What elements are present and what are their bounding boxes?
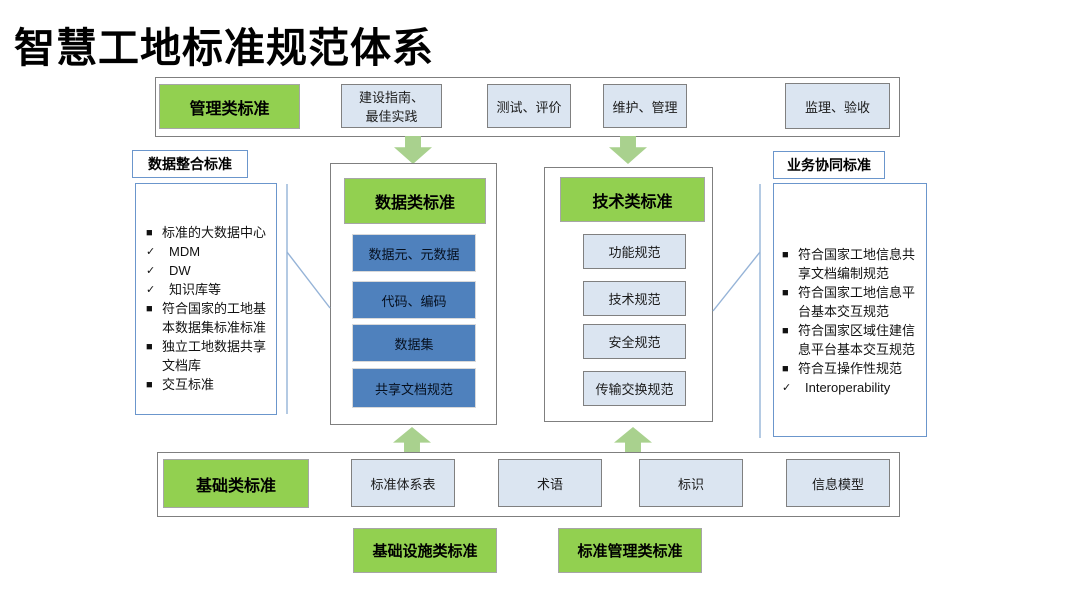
management-item-test: 测试、评价 — [487, 84, 571, 128]
management-item-maintain: 维护、管理 — [603, 84, 687, 128]
foundation-item-info-model: 信息模型 — [786, 459, 890, 507]
foundation-category-box: 基础类标准 — [163, 459, 309, 508]
list-item: ■ 符合国家工地信息平台基本交互规范 — [782, 284, 916, 319]
check-icon: ✓ — [146, 245, 156, 258]
square-bullet-icon: ■ — [782, 324, 789, 337]
management-item-supervise: 监理、验收 — [785, 83, 890, 129]
list-item: ■ 标准的大数据中心 — [146, 225, 267, 240]
square-bullet-icon: ■ — [782, 286, 789, 299]
square-bullet-icon: ■ — [146, 340, 153, 353]
foundation-item-system-table: 标准体系表 — [351, 459, 455, 507]
foundation-item-identifier: 标识 — [639, 459, 743, 507]
list-item: ✓ MDM — [146, 243, 201, 259]
right-diagonal-connector — [712, 251, 761, 312]
data-standards-item: 数据集 — [352, 324, 476, 362]
list-item: ■ 符合国家的工地基本数据集标准标准 — [146, 300, 267, 335]
left-diagonal-connector — [286, 251, 331, 309]
business-collab-label: 业务协同标准 — [773, 151, 885, 179]
data-standards-item: 共享文档规范 — [352, 368, 476, 408]
tech-standards-header: 技术类标准 — [560, 177, 705, 222]
check-icon: ✓ — [146, 264, 156, 277]
list-item: ■ 交互标准 — [146, 376, 215, 392]
list-item: ✓ Interoperability — [782, 379, 891, 395]
list-item: ■ 符合国家区域住建信息平台基本交互规范 — [782, 322, 916, 357]
square-bullet-icon: ■ — [146, 302, 153, 315]
square-bullet-icon: ■ — [146, 227, 153, 239]
arrow-up-icon — [393, 427, 431, 453]
data-standards-item: 数据元、元数据 — [352, 234, 476, 272]
check-icon: ✓ — [146, 283, 156, 296]
infrastructure-category-box: 基础设施类标准 — [353, 528, 497, 573]
data-standards-header: 数据类标准 — [344, 178, 486, 224]
arrow-down-icon — [609, 136, 647, 164]
list-item: ■ 符合互操作性规范 — [782, 360, 903, 376]
square-bullet-icon: ■ — [782, 249, 789, 261]
check-icon: ✓ — [782, 381, 792, 394]
tech-standards-item: 技术规范 — [583, 281, 686, 316]
data-integration-box: ■ 标准的大数据中心 ✓ MDM ✓ DW ✓ 知识库等 ■ 符合国家的工地基本… — [135, 183, 277, 415]
list-item: ✓ 知识库等 — [146, 281, 222, 297]
business-collab-box: ■ 符合国家工地信息共享文档编制规范 ■ 符合国家工地信息平台基本交互规范 ■ … — [773, 183, 927, 437]
tech-standards-item: 功能规范 — [583, 234, 686, 269]
management-category-box: 管理类标准 — [159, 84, 300, 129]
list-item: ■ 符合国家工地信息共享文档编制规范 — [782, 247, 916, 281]
page-title: 智慧工地标准规范体系 — [14, 25, 434, 71]
management-item-guide: 建设指南、 最佳实践 — [341, 84, 442, 128]
foundation-item-terms: 术语 — [498, 459, 602, 507]
standard-management-category-box: 标准管理类标准 — [558, 528, 702, 573]
list-item: ✓ DW — [146, 262, 191, 278]
square-bullet-icon: ■ — [782, 362, 789, 375]
square-bullet-icon: ■ — [146, 378, 153, 391]
tech-standards-item: 安全规范 — [583, 324, 686, 359]
data-standards-item: 代码、编码 — [352, 281, 476, 319]
list-item: ■ 独立工地数据共享文档库 — [146, 338, 267, 373]
data-integration-label: 数据整合标准 — [132, 150, 248, 178]
tech-standards-item: 传输交换规范 — [583, 371, 686, 406]
arrow-down-icon — [394, 136, 432, 164]
arrow-up-icon — [614, 427, 652, 453]
